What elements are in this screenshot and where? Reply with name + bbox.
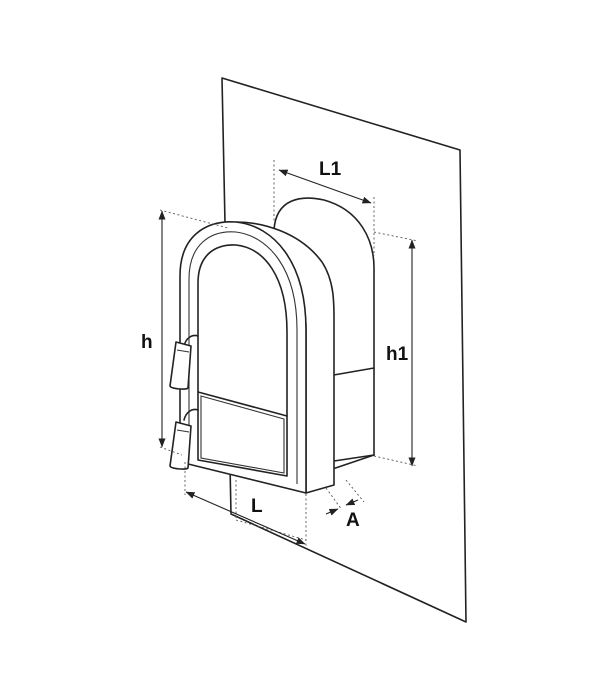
dim-line-a-left bbox=[325, 508, 339, 516]
dimension-lines bbox=[158, 169, 416, 545]
door-frame-front bbox=[179, 221, 307, 494]
handle-lower bbox=[169, 408, 199, 470]
label-a: A bbox=[346, 510, 360, 531]
handle-upper bbox=[169, 334, 199, 390]
label-l1: L1 bbox=[319, 159, 342, 180]
dim-line-l bbox=[185, 491, 306, 545]
dim-line-l1 bbox=[278, 169, 372, 204]
label-h1: h1 bbox=[386, 344, 409, 365]
label-l: L bbox=[251, 496, 263, 517]
label-h: h bbox=[141, 332, 153, 353]
dim-line-a-right bbox=[345, 498, 359, 506]
